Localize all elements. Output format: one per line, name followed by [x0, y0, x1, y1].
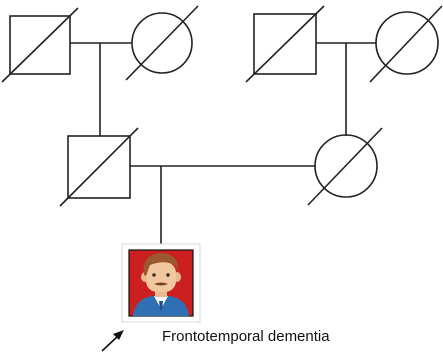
proband-symbol	[121, 243, 201, 323]
maternal-grandfather-symbol	[245, 5, 325, 83]
paternal-grandfather-symbol	[1, 7, 79, 83]
proband-arrow-icon	[101, 330, 124, 352]
father-symbol	[59, 127, 139, 207]
paternal-grandmother-symbol	[125, 5, 199, 81]
maternal-grandmother-symbol	[369, 5, 443, 83]
mother-symbol	[307, 127, 383, 206]
man-avatar-icon	[133, 253, 189, 316]
condition-label: Frontotemporal dementia	[162, 328, 330, 345]
